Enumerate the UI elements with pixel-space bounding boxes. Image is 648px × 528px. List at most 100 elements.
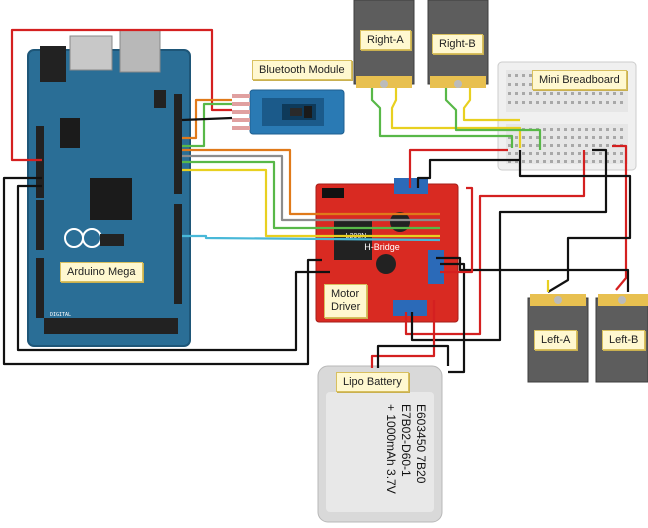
- breadboard-hole: [508, 101, 511, 104]
- breadboard-hole: [508, 92, 511, 95]
- breadboard-hole: [585, 92, 588, 95]
- breadboard-hole: [564, 136, 567, 139]
- breadboard-hole: [557, 144, 560, 147]
- breadboard-hole: [564, 160, 567, 163]
- breadboard-hole: [522, 136, 525, 139]
- breadboard-hole: [557, 128, 560, 131]
- arduino-mega-label: Arduino Mega: [60, 262, 143, 282]
- breadboard-hole: [522, 144, 525, 147]
- wire-yellow-rb: [462, 88, 520, 122]
- breadboard-hole: [620, 160, 623, 163]
- breadboard-hole: [592, 136, 595, 139]
- breadboard-hole: [529, 144, 532, 147]
- breadboard-hole: [529, 74, 532, 77]
- breadboard-hole: [606, 136, 609, 139]
- breadboard-hole: [508, 136, 511, 139]
- breadboard-hole: [578, 160, 581, 163]
- breadboard-hole: [515, 160, 518, 163]
- breadboard-hole: [606, 128, 609, 131]
- wire-green-bt: [182, 102, 232, 148]
- motor-right-a-label: Right-A: [360, 30, 411, 50]
- breadboard-hole: [550, 101, 553, 104]
- breadboard-hole: [536, 144, 539, 147]
- breadboard-hole: [564, 128, 567, 131]
- breadboard-hole: [599, 152, 602, 155]
- breadboard-hole: [508, 83, 511, 86]
- lipo-battery-label: Lipo Battery: [336, 372, 409, 392]
- breadboard-hole: [620, 92, 623, 95]
- wire-red-batt2: [440, 186, 474, 274]
- breadboard-hole: [599, 128, 602, 131]
- hbridge-marking: H-Bridge: [364, 242, 400, 252]
- wire-green-in2: [182, 160, 440, 230]
- wire-red-batt: [370, 300, 436, 368]
- wire-yellow-ra: [390, 88, 522, 148]
- breadboard-hole: [599, 92, 602, 95]
- breadboard-hole: [599, 136, 602, 139]
- battery-marking-line1: E603450 7B20: [414, 404, 428, 484]
- wires: [2, 28, 632, 374]
- lipo-battery: [317, 365, 443, 523]
- breadboard-hole: [599, 144, 602, 147]
- motor-driver-label-line2: Driver: [331, 301, 361, 313]
- breadboard-hole: [613, 128, 616, 131]
- breadboard-hole: [557, 101, 560, 104]
- breadboard-hole: [543, 144, 546, 147]
- breadboard-hole: [592, 160, 595, 163]
- breadboard-hole: [606, 92, 609, 95]
- breadboard-hole: [543, 92, 546, 95]
- wire-black-left: [2, 176, 322, 366]
- breadboard-hole: [543, 152, 546, 155]
- wire-green-ra: [370, 88, 514, 148]
- breadboard-hole: [585, 128, 588, 131]
- breadboard-hole: [592, 92, 595, 95]
- breadboard-hole: [613, 152, 616, 155]
- wire-black-lb: [518, 150, 632, 293]
- mega-digital-text: DIGITAL: [50, 312, 71, 318]
- breadboard-hole: [550, 160, 553, 163]
- breadboard-hole: [543, 160, 546, 163]
- breadboard-hole: [571, 101, 574, 104]
- breadboard-hole: [550, 92, 553, 95]
- wire-black-lb2: [436, 256, 630, 292]
- breadboard-hole: [578, 92, 581, 95]
- breadboard-hole: [550, 136, 553, 139]
- breadboard-hole: [592, 152, 595, 155]
- breadboard-hole: [515, 144, 518, 147]
- breadboard-hole: [592, 128, 595, 131]
- bluetooth-module-label: Bluetooth Module: [252, 60, 352, 80]
- breadboard-hole: [543, 136, 546, 139]
- breadboard-hole: [515, 101, 518, 104]
- wire-yellow-in3: [182, 168, 440, 238]
- breadboard-hole: [529, 83, 532, 86]
- breadboard-hole: [585, 136, 588, 139]
- breadboard-hole: [529, 152, 532, 155]
- breadboard-hole: [522, 74, 525, 77]
- breadboard-hole: [599, 160, 602, 163]
- breadboard-hole: [508, 74, 511, 77]
- motor-driver-label: Motor Driver: [324, 284, 368, 318]
- motor-left-b-label: Left-B: [602, 330, 646, 350]
- breadboard-hole: [557, 160, 560, 163]
- breadboard-hole: [508, 144, 511, 147]
- breadboard-hole: [620, 152, 623, 155]
- breadboard-hole: [536, 152, 539, 155]
- breadboard-hole: [620, 136, 623, 139]
- breadboard-hole: [515, 152, 518, 155]
- breadboard-hole: [571, 136, 574, 139]
- arduino-mega-board: DIGITAL: [27, 29, 191, 347]
- breadboard-hole: [613, 92, 616, 95]
- breadboard-hole: [522, 152, 525, 155]
- motor-left-a-label: Left-A: [534, 330, 578, 350]
- battery-marking-line2: E7B02-D60-1: [399, 404, 413, 477]
- breadboard-hole: [536, 160, 539, 163]
- breadboard-hole: [529, 160, 532, 163]
- breadboard-hole: [522, 101, 525, 104]
- breadboard-hole: [571, 144, 574, 147]
- breadboard-hole: [564, 101, 567, 104]
- breadboard-hole: [550, 144, 553, 147]
- breadboard-hole: [571, 160, 574, 163]
- breadboard-hole: [508, 160, 511, 163]
- motor-driver-label-line1: Motor: [331, 288, 360, 300]
- breadboard-hole: [606, 144, 609, 147]
